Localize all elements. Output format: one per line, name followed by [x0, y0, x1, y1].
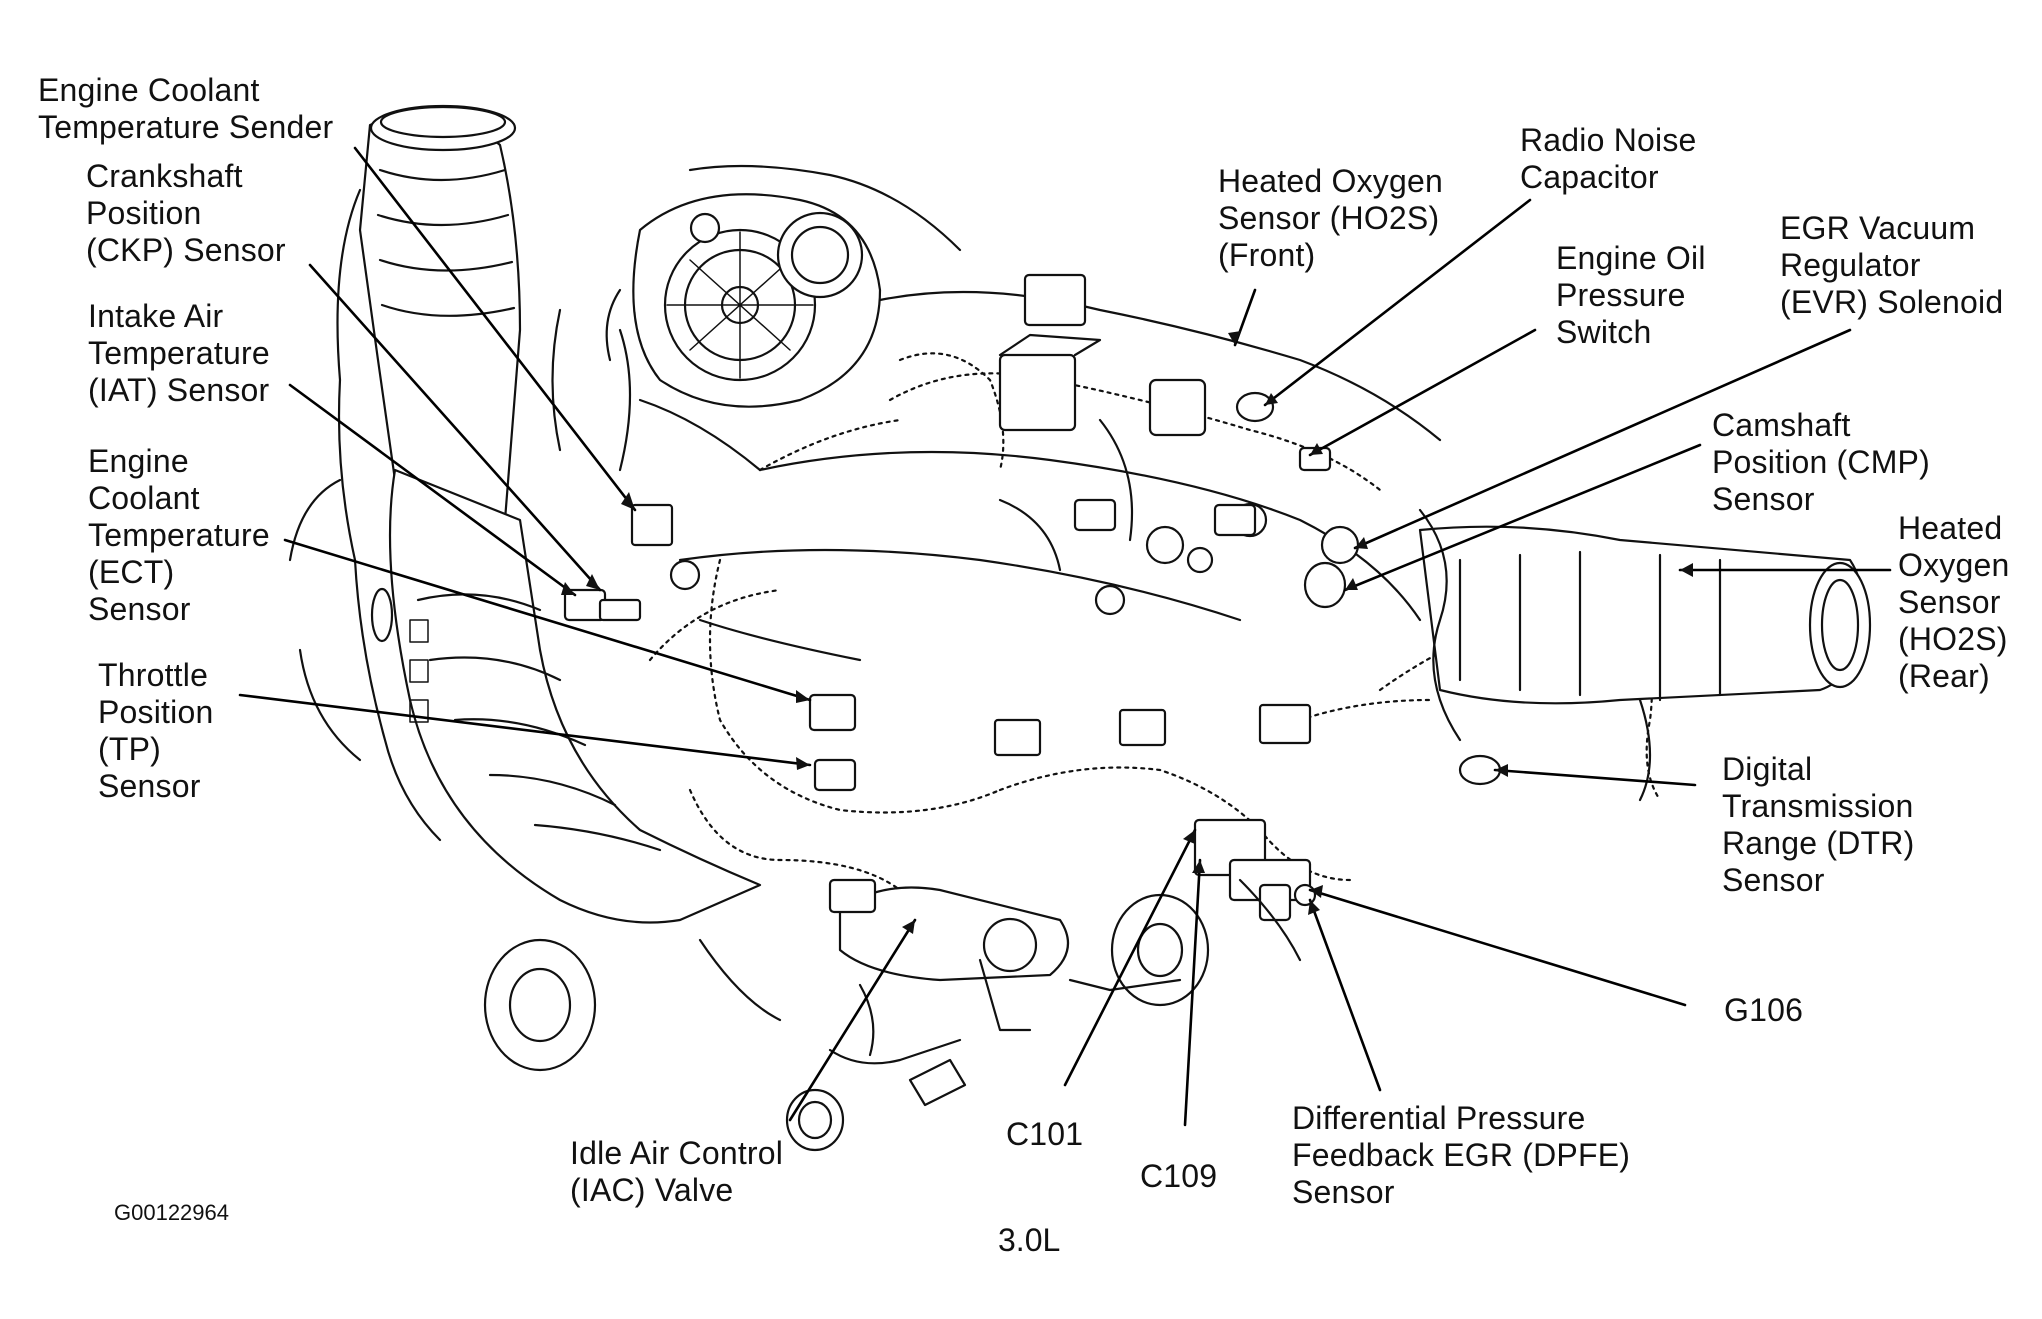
- label-camshaft-position-sensor: Camshaft Position (CMP) Sensor: [1712, 407, 1930, 517]
- label-engine-oil-pressure-switch: Engine Oil Pressure Switch: [1556, 240, 1706, 350]
- label-heated-oxygen-sensor-front: Heated Oxygen Sensor (HO2S) (Front): [1218, 163, 1443, 273]
- label-c109: C109: [1140, 1158, 1218, 1194]
- label-heated-oxygen-sensor-rear: Heated Oxygen Sensor (HO2S) (Rear): [1898, 510, 2010, 694]
- label-radio-noise-capacitor: Radio Noise Capacitor: [1520, 122, 1697, 195]
- label-intake-air-temperature-sensor: Intake Air Temperature (IAT) Sensor: [88, 298, 270, 408]
- figure-id: G00122964: [114, 1200, 229, 1225]
- callout-leader-lines: [238, 146, 1892, 1127]
- engine-caption: 3.0L: [998, 1222, 1061, 1258]
- air-intake-duct: [358, 104, 762, 924]
- label-g106: G106: [1724, 992, 1804, 1028]
- label-engine-coolant-temperature-sensor: Engine Coolant Temperature (ECT) Sensor: [88, 443, 270, 627]
- lower-components: [483, 878, 1302, 1152]
- label-idle-air-control-valve: Idle Air Control (IAC) Valve: [570, 1135, 784, 1208]
- label-c101: C101: [1006, 1116, 1084, 1152]
- fan-shroud: [288, 188, 442, 842]
- label-egr-vacuum-regulator-solenoid: EGR Vacuum Regulator (EVR) Solenoid: [1780, 210, 2004, 320]
- engine-block: [638, 290, 1442, 662]
- label-dpfe-sensor: Differential Pressure Feedback EGR (DPFE…: [1292, 1100, 1631, 1210]
- alternator-and-pulleys: [551, 164, 962, 472]
- label-crankshaft-position-sensor: Crankshaft Position (CKP) Sensor: [86, 158, 286, 268]
- label-engine-coolant-temperature-sender: Engine Coolant Temperature Sender: [38, 72, 334, 145]
- label-digital-transmission-range-sensor: Digital Transmission Range (DTR) Sensor: [1722, 751, 1915, 898]
- label-throttle-position-sensor: Throttle Position (TP) Sensor: [98, 657, 214, 804]
